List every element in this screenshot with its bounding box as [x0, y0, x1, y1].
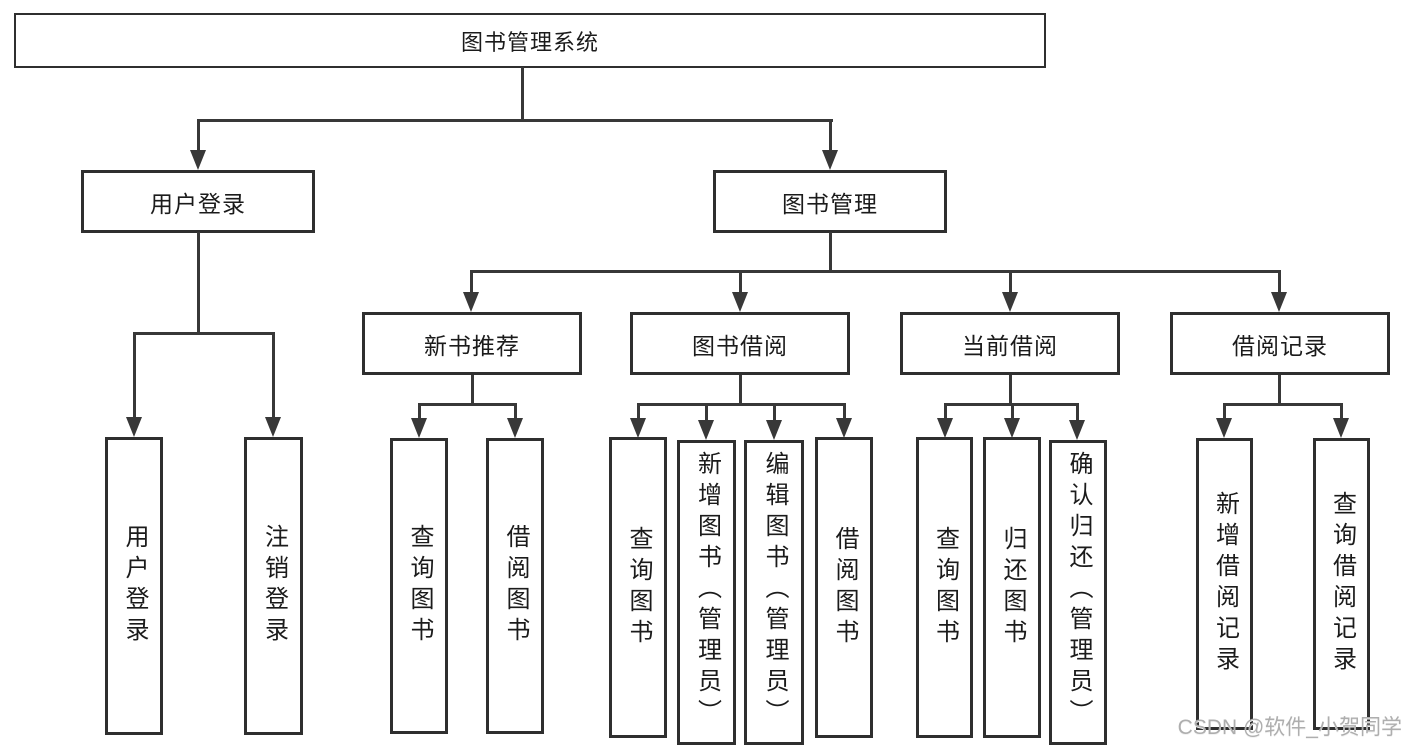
connector-line [521, 67, 524, 121]
leaf-borrow-books-recommend: 借阅图书 [486, 438, 544, 734]
connector-line [514, 403, 517, 420]
arrowhead-down-icon [766, 420, 782, 440]
connector-line [739, 375, 742, 406]
arrowhead-down-icon [507, 418, 523, 438]
node-label: 编辑图书（管理员） [761, 451, 788, 730]
connector-line [471, 375, 474, 406]
node-book-borrowing: 图书借阅 [630, 312, 850, 375]
node-label: 图书借阅 [692, 332, 788, 359]
arrowhead-down-icon [126, 417, 142, 437]
node-label: 新书推荐 [424, 332, 520, 359]
connector-line [843, 403, 846, 420]
arrowhead-down-icon [1271, 292, 1287, 312]
connector-line [637, 403, 640, 420]
node-label: 查询图书 [931, 525, 959, 650]
connector-line [1223, 403, 1226, 420]
leaf-user-login: 用户登录 [105, 437, 163, 735]
connector-line [739, 270, 742, 295]
node-label: 用户登录 [121, 524, 148, 648]
connector-line [418, 403, 517, 406]
arrowhead-down-icon [630, 418, 646, 438]
connector-line [197, 119, 200, 153]
node-label: 查询图书 [406, 524, 433, 648]
leaf-add-borrow-record: 新增借阅记录 [1196, 438, 1253, 730]
connector-line [197, 119, 833, 122]
arrowhead-down-icon [190, 150, 206, 170]
leaf-borrow-books: 借阅图书 [815, 437, 873, 738]
arrowhead-down-icon [732, 292, 748, 312]
node-label: 借阅图书 [502, 524, 529, 648]
leaf-query-borrow-record: 查询借阅记录 [1313, 438, 1370, 730]
connector-line [1223, 403, 1342, 406]
connector-line [418, 403, 421, 420]
node-label: 新增图书（管理员） [693, 451, 721, 730]
leaf-logout: 注销登录 [244, 437, 303, 735]
connector-line [1011, 403, 1014, 420]
connector-line [1076, 403, 1079, 420]
connector-line [773, 403, 776, 420]
connector-line [1340, 403, 1343, 420]
arrowhead-down-icon [463, 292, 479, 312]
node-book-management-group: 图书管理 [713, 170, 947, 233]
leaf-query-books-current: 查询图书 [916, 437, 973, 738]
node-label: 注销登录 [260, 524, 288, 648]
connector-line [1278, 375, 1281, 406]
node-label: 查询借阅记录 [1328, 491, 1356, 677]
csdn-watermark: CSDN @软件_小贺同学 [1177, 716, 1402, 739]
leaf-return-books: 归还图书 [983, 437, 1041, 738]
connector-line [470, 270, 473, 295]
connector-line [197, 232, 200, 335]
arrowhead-down-icon [937, 418, 953, 438]
connector-line [829, 119, 832, 153]
connector-line [637, 403, 845, 406]
connector-line [133, 332, 275, 335]
node-label: 图书管理 [782, 190, 878, 217]
connector-line [1278, 270, 1281, 295]
arrowhead-down-icon [822, 150, 838, 170]
leaf-edit-books-admin: 编辑图书（管理员） [744, 440, 804, 745]
arrowhead-down-icon [1216, 418, 1232, 438]
connector-line [1009, 270, 1012, 295]
arrowhead-down-icon [1333, 418, 1349, 438]
connector-line [705, 403, 708, 420]
node-label: 用户登录 [150, 190, 246, 217]
node-new-book-recommend: 新书推荐 [362, 312, 582, 375]
node-user-login-group: 用户登录 [81, 170, 315, 233]
arrowhead-down-icon [1002, 292, 1018, 312]
arrowhead-down-icon [265, 417, 281, 437]
node-label: 当前借阅 [962, 332, 1058, 359]
arrowhead-down-icon [698, 420, 714, 440]
connector-line [133, 332, 136, 419]
leaf-add-books-admin: 新增图书（管理员） [677, 440, 736, 745]
node-label: 确认归还（管理员） [1065, 451, 1092, 730]
node-label: 新增借阅记录 [1211, 491, 1239, 677]
arrowhead-down-icon [411, 418, 427, 438]
arrowhead-down-icon [836, 418, 852, 438]
node-label: 查询图书 [625, 525, 652, 650]
node-label: 图书管理系统 [460, 29, 599, 55]
connector-line [944, 403, 947, 420]
leaf-query-books-borrowing: 查询图书 [609, 437, 667, 738]
node-label: 借阅图书 [831, 525, 858, 650]
node-current-borrowing: 当前借阅 [900, 312, 1120, 375]
connector-line [829, 232, 832, 273]
node-borrowing-records: 借阅记录 [1170, 312, 1390, 375]
leaf-confirm-return-admin: 确认归还（管理员） [1049, 440, 1107, 745]
node-label: 归还图书 [999, 525, 1026, 650]
connector-line [1009, 375, 1012, 406]
connector-line [470, 270, 1281, 273]
connector-line [272, 332, 275, 419]
node-label: 借阅记录 [1232, 332, 1328, 359]
arrowhead-down-icon [1069, 420, 1085, 440]
node-library-management-system: 图书管理系统 [14, 13, 1046, 68]
arrowhead-down-icon [1004, 418, 1020, 438]
leaf-query-books-recommend: 查询图书 [390, 438, 448, 734]
